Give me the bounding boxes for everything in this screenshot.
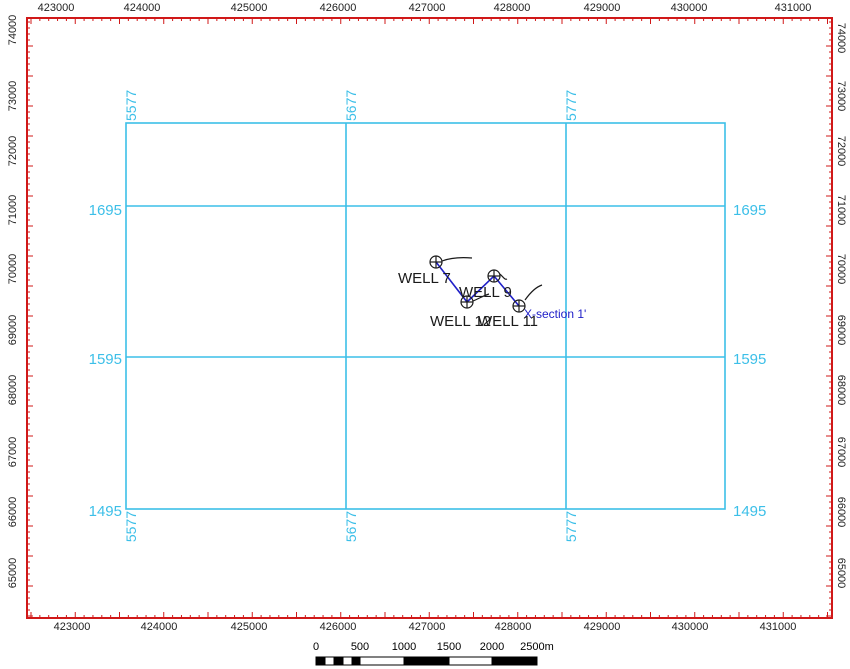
scale-bar: 0 500 1000 1500 2000 2500m (313, 641, 554, 666)
x-tick-label: 425000 (231, 621, 268, 633)
x-tick-label: 431000 (760, 621, 797, 633)
map-frame (26, 17, 833, 619)
xsection-label: X-section 1' (524, 307, 586, 321)
scale-segment (315, 656, 326, 666)
well-trajectory (441, 257, 473, 262)
y-tick-label: 71000 (7, 195, 19, 226)
y-tick-label: 69000 (835, 315, 847, 346)
x-axis-top: 423000 424000 425000 426000 427000 42800… (38, 2, 812, 14)
scale-segment (491, 656, 538, 666)
x-tick-label: 430000 (671, 2, 708, 14)
y-tick-label: 66000 (7, 497, 19, 528)
well-12[interactable] (460, 293, 490, 309)
crossline-label: 1495 (733, 503, 766, 520)
y-tick-label: 66000 (835, 497, 847, 528)
y-tick-label: 73000 (835, 81, 847, 112)
well-label: WELL 11 (478, 313, 538, 330)
inline-label: 5677 (343, 90, 359, 121)
well-trajectory (524, 284, 543, 301)
x-tick-label: 427000 (409, 2, 446, 14)
x-tick-label: 431000 (775, 2, 812, 14)
scale-bar-labels: 0 500 1000 1500 2000 2500m (313, 641, 554, 653)
y-tick-label: 67000 (835, 437, 847, 468)
x-tick-label: 426000 (320, 2, 357, 14)
x-tick-label: 424000 (141, 621, 178, 633)
crossline-labels-left: 1695 1595 1495 (89, 202, 122, 520)
y-tick-label: 74000 (7, 15, 19, 46)
inline-label: 5677 (343, 511, 359, 542)
x-tick-label: 423000 (54, 621, 91, 633)
y-tick-label: 68000 (7, 375, 19, 406)
x-tick-label: 428000 (495, 621, 532, 633)
x-tick-label: 429000 (584, 2, 621, 14)
y-tick-label: 70000 (7, 254, 19, 285)
y-axis-right: 74000 73000 72000 71000 70000 69000 6800… (835, 23, 847, 589)
inline-label: 5777 (563, 90, 579, 121)
y-tick-label: 65000 (7, 558, 19, 589)
scale-segment (342, 656, 353, 666)
inline-label: 5577 (123, 511, 139, 542)
y-tick-label: 67000 (7, 437, 19, 468)
scale-label: 500 (351, 641, 369, 653)
well-11[interactable] (512, 284, 543, 313)
well-label: WELL 7 (398, 270, 451, 287)
y-tick-label: 70000 (835, 254, 847, 285)
y-tick-label: 69000 (7, 315, 19, 346)
x-axis-bottom: 423000 424000 425000 426000 427000 42800… (54, 621, 797, 633)
x-tick-label: 423000 (38, 2, 75, 14)
crossline-label: 1695 (89, 202, 122, 219)
crossline-labels-right: 1695 1595 1495 (733, 202, 766, 520)
x-tick-label: 425000 (231, 2, 268, 14)
well-trajectory (472, 293, 490, 302)
inline-labels-top: 5577 5677 5777 (123, 90, 579, 121)
scale-bar-segments (315, 656, 538, 666)
scale-segment (403, 656, 450, 666)
y-tick-label: 74000 (835, 23, 847, 54)
x-tick-label: 427000 (409, 621, 446, 633)
scale-label: 1500 (437, 641, 461, 653)
crossline-label: 1695 (733, 202, 766, 219)
inline-labels-bottom: 5577 5677 5777 (123, 511, 579, 542)
scale-segment (351, 656, 361, 666)
crossline-label: 1495 (89, 503, 122, 520)
well-label: WELL 9 (459, 284, 512, 301)
inline-label: 5577 (123, 90, 139, 121)
scale-label: 2000 (480, 641, 504, 653)
seismic-grid (125, 122, 726, 510)
y-tick-label: 72000 (835, 136, 847, 167)
crossline-label: 1595 (89, 351, 122, 368)
well-7[interactable] (429, 255, 473, 269)
x-tick-label: 429000 (584, 621, 621, 633)
scale-segment (448, 656, 493, 666)
frame-ticks (27, 18, 832, 618)
x-tick-label: 430000 (672, 621, 709, 633)
scale-segment (324, 656, 335, 666)
y-tick-label: 68000 (835, 375, 847, 406)
x-tick-label: 428000 (494, 2, 531, 14)
well-label: WELL 12 (430, 313, 491, 330)
x-tick-label: 426000 (320, 621, 357, 633)
well-9[interactable] (487, 269, 508, 283)
inline-label: 5777 (563, 511, 579, 542)
scale-segment (333, 656, 344, 666)
wells (429, 255, 543, 313)
x-tick-label: 424000 (124, 2, 161, 14)
y-tick-label: 71000 (835, 195, 847, 226)
well-labels: WELL 7 WELL 9 WELL 12 WELL 11 (398, 270, 538, 330)
y-tick-label: 73000 (7, 81, 19, 112)
well-trajectory (499, 273, 508, 280)
crossline-label: 1595 (733, 351, 766, 368)
xsection-path[interactable] (435, 261, 520, 307)
y-tick-label: 65000 (835, 558, 847, 589)
scale-segment (359, 656, 405, 666)
scale-label: 2500m (520, 641, 554, 653)
scale-label: 0 (313, 641, 319, 653)
survey-outline (125, 122, 726, 510)
y-tick-label: 72000 (7, 136, 19, 167)
scale-label: 1000 (392, 641, 416, 653)
y-axis-left: 74000 73000 72000 71000 70000 69000 6800… (7, 15, 19, 589)
xsection-line[interactable]: X-section 1' (435, 261, 586, 321)
